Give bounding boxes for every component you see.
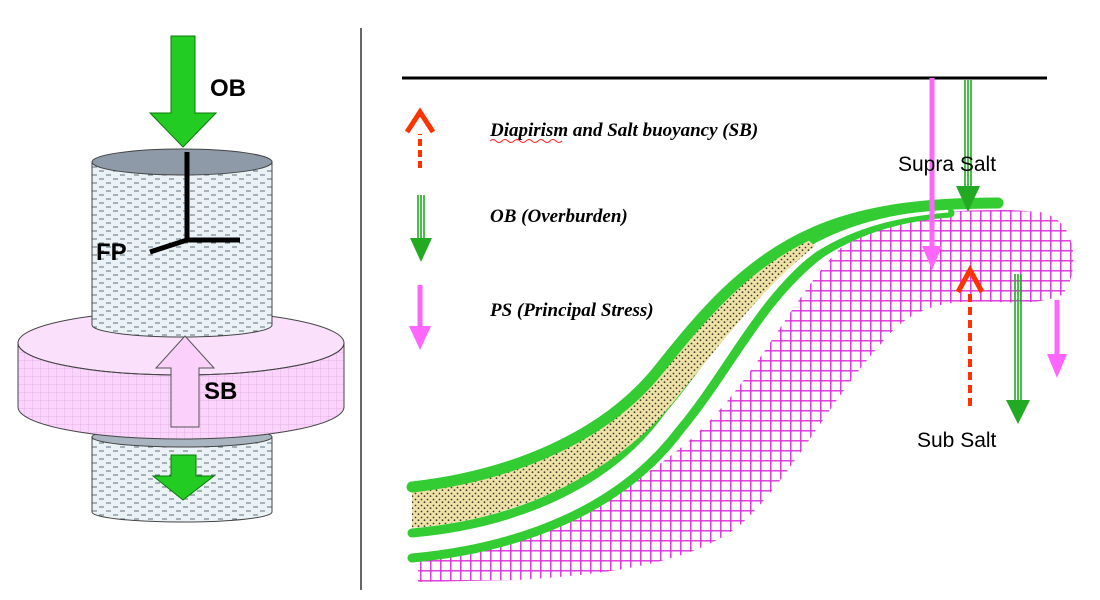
ob-label: OB <box>210 75 246 102</box>
bottom-down-arrow <box>151 454 216 501</box>
salt-body <box>418 210 1074 582</box>
lower-green-layer <box>407 208 955 563</box>
sub-salt-overburden-arrow <box>1006 274 1030 424</box>
salt-buoyancy-arrow <box>154 335 216 428</box>
legend-stress-icon <box>409 285 431 350</box>
spellcheck-underline <box>489 139 563 143</box>
principal-stress-axes <box>149 152 240 255</box>
legend: Diapirism and Salt buoyancy (SB) OB (Ove… <box>404 107 758 350</box>
legend-overburden-icon <box>410 195 432 262</box>
legend-buoyancy-text: Diapirism and Salt buoyancy (SB) <box>489 120 758 141</box>
legend-buoyancy-icon <box>404 107 436 168</box>
supra-salt-overburden-arrow <box>956 80 980 212</box>
legend-stress-text: PS (Principal Stress) <box>489 300 654 321</box>
fp-label: FP <box>96 239 127 266</box>
supra-salt-stress-arrow <box>922 78 942 270</box>
upper-cylinder <box>91 148 273 338</box>
upper-green-layer <box>406 197 1004 493</box>
legend-overburden-text: OB (Overburden) <box>490 206 628 227</box>
sub-salt-label: Sub Salt <box>917 429 997 452</box>
right-panel: Diapirism and Salt buoyancy (SB) OB (Ove… <box>402 76 1074 582</box>
sub-salt-buoyancy-arrow <box>955 264 985 406</box>
left-panel: OB FP SB <box>17 35 345 523</box>
overburden-arrow <box>148 35 218 148</box>
sub-salt-stress-arrow <box>1047 300 1067 378</box>
supra-salt-label: Supra Salt <box>898 153 996 176</box>
sb-label: SB <box>204 378 237 405</box>
